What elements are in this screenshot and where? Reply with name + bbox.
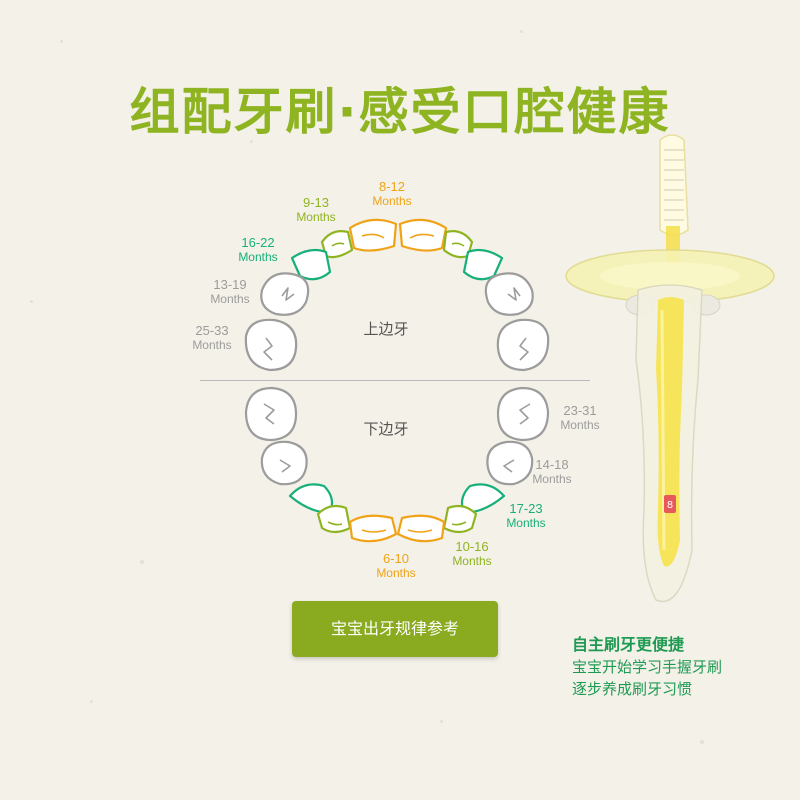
- tooth-upper-canine-left: [290, 248, 332, 281]
- label-upper-lateral: 9-13 Months: [286, 195, 346, 225]
- label-lower-first-molar: 14-18 Months: [522, 457, 582, 487]
- label-unit: Months: [296, 210, 336, 224]
- background-speck: [700, 740, 704, 744]
- label-unit: Months: [452, 554, 492, 568]
- tooth-lower-canine-left: [288, 483, 334, 514]
- label-unit: Months: [532, 472, 572, 486]
- background-speck: [90, 700, 93, 703]
- slogan-headline: 自主刷牙更便捷: [572, 635, 685, 654]
- background-speck: [250, 140, 253, 143]
- lower-teeth-label: 下边牙: [363, 420, 409, 438]
- label-lower-front: 6-10 Months: [366, 551, 426, 581]
- label-lower-second-molar: 23-31 Months: [550, 403, 610, 433]
- background-speck: [30, 300, 33, 303]
- label-range: 8-12: [378, 179, 406, 194]
- background-speck: [60, 40, 63, 43]
- jaw-divider: [200, 380, 590, 381]
- tooth-upper-molar2-right: [496, 318, 550, 372]
- tooth-upper-molar1-left: [260, 272, 310, 316]
- label-unit: Months: [210, 292, 250, 306]
- upper-teeth-label: 上边牙: [363, 320, 409, 338]
- page-title: 组配牙刷·感受口腔健康: [129, 83, 671, 141]
- label-upper-canine: 16-22 Months: [228, 235, 288, 265]
- label-lower-lateral: 10-16 Months: [442, 539, 502, 569]
- label-upper-first-molar: 13-19 Months: [200, 277, 260, 307]
- label-range: 25-33: [195, 323, 229, 338]
- handle-mark-icon: [664, 495, 676, 513]
- tooth-lower-front-left: [348, 514, 398, 543]
- toothbrush-image: 8: [565, 134, 775, 603]
- tooth-lower-lateral-left: [316, 504, 352, 534]
- label-lower-canine: 17-23 Months: [496, 501, 556, 531]
- label-range: 9-13: [302, 195, 330, 210]
- slogan-line-1: 宝宝开始学习手握牙刷: [572, 658, 723, 676]
- label-upper-second-molar: 25-33 Months: [182, 323, 242, 353]
- tooth-lower-lateral-right: [442, 504, 478, 534]
- label-unit: Months: [192, 338, 232, 352]
- tooth-lower-canine-right: [460, 483, 506, 514]
- label-unit: Months: [376, 566, 416, 580]
- tooth-lower-front-right: [396, 514, 446, 543]
- background-speck: [140, 560, 144, 564]
- background-speck: [440, 720, 443, 723]
- label-range: 6-10: [382, 551, 410, 566]
- label-range: 16-22: [241, 235, 275, 250]
- label-range: 14-18: [535, 457, 569, 472]
- label-unit: Months: [506, 516, 546, 530]
- slogan-line-2: 逐步养成刷牙习惯: [572, 680, 693, 698]
- label-range: 13-19: [213, 277, 247, 292]
- label-unit: Months: [560, 418, 600, 432]
- label-range: 17-23: [509, 501, 543, 516]
- label-unit: Months: [372, 194, 412, 208]
- handle-mark-text: 8: [667, 500, 673, 511]
- label-unit: Months: [238, 250, 278, 264]
- teething-reference-button[interactable]: 宝宝出牙规律参考: [292, 601, 498, 657]
- label-range: 10-16: [455, 539, 489, 554]
- label-upper-front: 8-12 Months: [362, 179, 422, 209]
- label-range: 23-31: [563, 403, 597, 418]
- slogan-block: 自主刷牙更便捷 宝宝开始学习手握牙刷 逐步养成刷牙习惯: [572, 634, 792, 700]
- background-speck: [520, 30, 523, 33]
